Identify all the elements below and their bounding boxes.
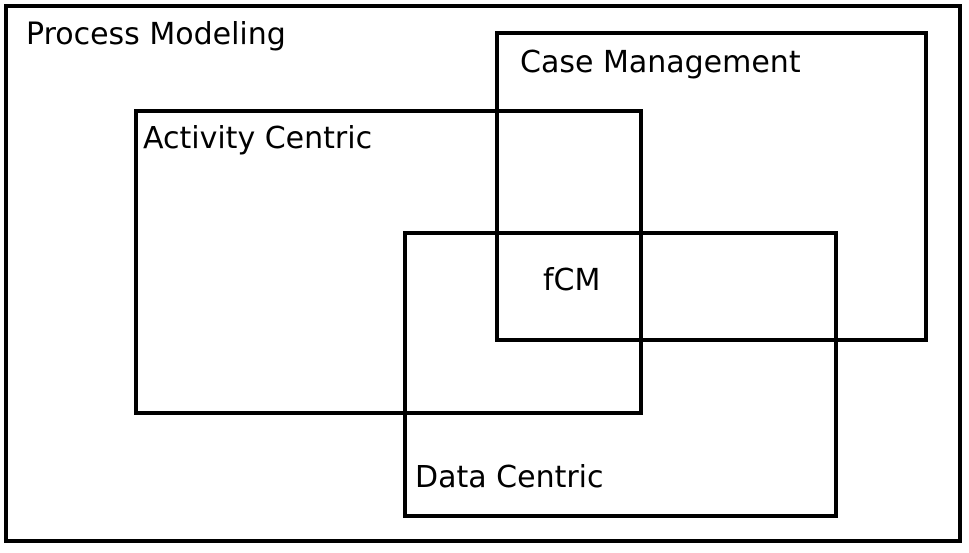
box-data-centric[interactable] [403,231,838,518]
box-activity-centric[interactable] [134,109,643,415]
box-label-data-centric: Data Centric [415,460,604,495]
box-label-activity-centric: Activity Centric [143,121,373,156]
box-case-management[interactable] [495,31,928,342]
box-label-case-management: Case Management [520,45,801,80]
box-label-process-modeling: Process Modeling [26,17,286,52]
intersection-label-fcm: fCM [543,263,601,298]
box-process-modeling[interactable] [4,4,962,543]
